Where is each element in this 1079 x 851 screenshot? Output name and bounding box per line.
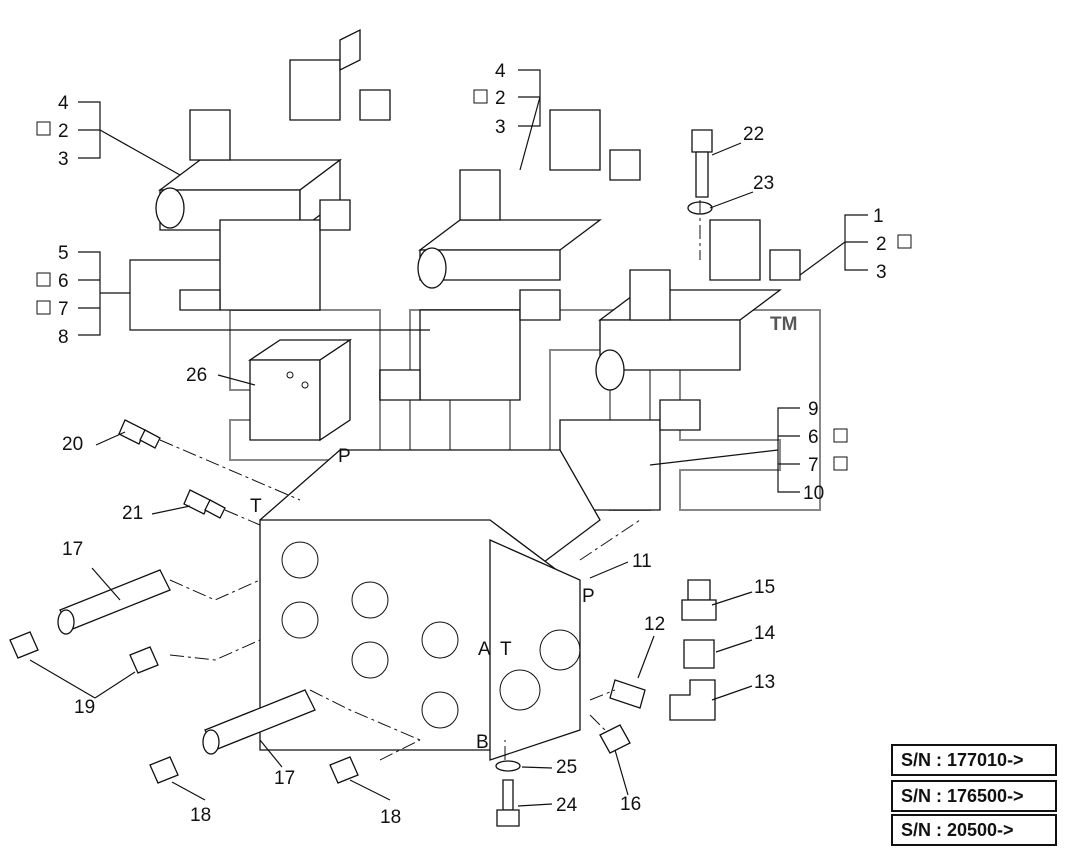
screw-22 [691, 129, 713, 198]
callout-8: 8 [58, 327, 69, 348]
callout-13: 13 [754, 672, 775, 693]
callout-4: 4 [58, 93, 69, 114]
callout-numbers: 4 2 3 4 2 3 1 2 3 5 6 7 8 9 6 7 10 26 20… [36, 61, 912, 828]
solenoid-valve-center [379, 109, 641, 401]
plug-12 [609, 679, 646, 709]
plug-18-left [149, 756, 179, 784]
plug-16 [599, 724, 631, 754]
fitting-15 [681, 579, 717, 621]
callout-19: 19 [74, 697, 95, 718]
callout-20: 20 [62, 434, 83, 455]
callout-22: 22 [743, 124, 764, 145]
washer-25 [495, 760, 521, 772]
fitting-21 [183, 489, 226, 519]
callout-7: 7 [808, 455, 819, 476]
callout-25: 25 [556, 757, 577, 778]
callout-1: 1 [873, 206, 884, 227]
callout-5: 5 [58, 243, 69, 264]
manifold-block-11: T P A B T P [250, 446, 601, 761]
leader-lines [29, 69, 868, 807]
port-b-label: B [476, 732, 489, 753]
elbow-13 [669, 679, 716, 721]
callout-3: 3 [58, 149, 69, 170]
callout-21: 21 [122, 503, 143, 524]
trademark-label: TM [770, 314, 797, 335]
plug-19-right [129, 646, 159, 674]
nut-14 [683, 639, 715, 669]
callout-12: 12 [644, 614, 665, 635]
fitting-20 [118, 419, 161, 449]
check-valve-17-lower [202, 689, 316, 755]
square-checkbox-icon [473, 89, 488, 104]
callout-10: 10 [803, 483, 824, 504]
callout-2: 2 [495, 88, 506, 109]
callout-2: 2 [58, 121, 69, 142]
square-checkbox-icon [36, 121, 51, 136]
callout-18: 18 [380, 807, 401, 828]
port-t-label: T [250, 496, 262, 517]
check-valve-17-upper [57, 569, 171, 635]
serial-number-box: S/N : 176500-> [891, 780, 1057, 812]
serial-number-box: S/N : 177010-> [891, 744, 1057, 776]
callout-17: 17 [274, 768, 295, 789]
callout-7: 7 [58, 299, 69, 320]
square-checkbox-icon [36, 300, 51, 315]
callout-3: 3 [876, 262, 887, 283]
assembly-lines [159, 200, 701, 761]
callout-14: 14 [754, 623, 776, 644]
callout-15: 15 [754, 577, 775, 598]
port-t2-label: T [500, 639, 512, 660]
callout-9: 9 [808, 399, 819, 420]
callout-24: 24 [556, 795, 578, 816]
callout-16: 16 [620, 794, 641, 815]
callout-17: 17 [62, 539, 83, 560]
valve-module-26 [247, 338, 353, 442]
callout-2: 2 [876, 234, 887, 255]
port-a-label: A [478, 639, 491, 660]
solenoid-valve-right [519, 219, 801, 511]
callout-11: 11 [632, 551, 652, 572]
square-checkbox-icon [833, 428, 848, 443]
callout-3: 3 [495, 117, 506, 138]
port-p-label: P [338, 446, 351, 467]
serial-number-box: S/N : 20500-> [891, 814, 1057, 846]
square-checkbox-icon [833, 456, 848, 471]
callout-6: 6 [58, 271, 69, 292]
callout-26: 26 [186, 365, 207, 386]
square-checkbox-icon [897, 234, 912, 249]
port-p2-label: P [582, 586, 595, 607]
square-checkbox-icon [36, 272, 51, 287]
callout-23: 23 [753, 173, 774, 194]
plug-19-left [9, 631, 39, 659]
callout-18: 18 [190, 805, 211, 826]
plug-18-right [329, 756, 359, 784]
solenoid-valve-left [155, 28, 391, 311]
callout-4: 4 [495, 61, 506, 82]
screw-24 [496, 779, 520, 827]
callout-6: 6 [808, 427, 819, 448]
